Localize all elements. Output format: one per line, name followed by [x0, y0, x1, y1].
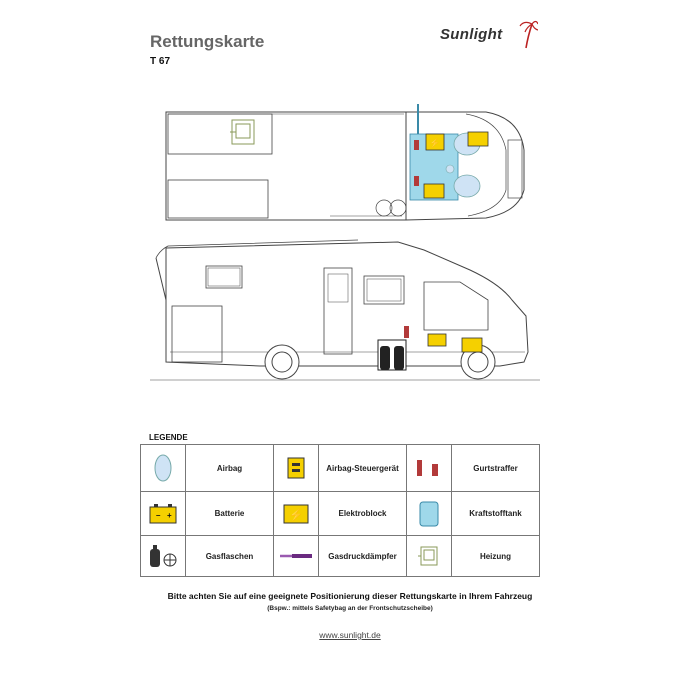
belt-tensioner-icon	[406, 443, 452, 493]
airbag-marker-2	[453, 174, 481, 198]
legend-label-battery: Batterie	[185, 491, 274, 537]
legend-label-gas-spring: Gasdruckdämpfer	[318, 535, 407, 577]
electro-block-marker	[425, 133, 445, 151]
brand-logo: Sunlight	[438, 18, 538, 52]
battery-icon: –+	[140, 491, 186, 537]
svg-text:–: –	[156, 511, 161, 520]
gas-bottle-marker-1	[380, 346, 390, 370]
placement-subnote: (Bspw.: mittels Safetybag an der Frontsc…	[267, 605, 433, 612]
legend-label-gas-bottle: Gasflaschen	[185, 535, 274, 577]
airbag-icon	[140, 443, 186, 493]
svg-text:+: +	[167, 511, 172, 520]
airbag-control-unit-icon	[273, 443, 319, 493]
top-view	[165, 111, 525, 221]
brand-name: Sunlight	[440, 26, 503, 43]
svg-text:⚡: ⚡	[429, 137, 440, 149]
battery-marker-side	[461, 337, 483, 353]
legend-label-airbag-control-unit: Airbag-Steuergerät	[318, 443, 407, 493]
legend-label-heater: Heizung	[451, 535, 540, 577]
gas-bottle-marker-2	[394, 346, 404, 370]
legend-label-electro-block: Elektroblock	[318, 491, 407, 537]
page-title: Rettungskarte	[150, 32, 265, 51]
legend-heading: LEGENDE	[149, 433, 188, 442]
legend-row: Airbag Airbag-Steuergerät Gurtstraffer	[140, 443, 540, 493]
placement-note: Bitte achten Sie auf eine geeignete Posi…	[167, 591, 533, 601]
svg-text:⚡: ⚡	[289, 508, 304, 522]
website-link[interactable]: www.sunlight.de	[319, 630, 381, 640]
legend-label-belt-tensioner: Gurtstraffer	[451, 443, 540, 493]
legend-row: –+ Batterie ⚡ Elektroblock Kraftstofftan…	[140, 491, 540, 537]
side-view	[150, 239, 540, 381]
legend-label-fuel-tank: Kraftstofftank	[451, 491, 540, 537]
electro-block-icon: ⚡	[273, 491, 319, 537]
legend-label-airbag: Airbag	[185, 443, 274, 493]
gas-bottle-icon	[140, 535, 186, 577]
battery-marker-top-2	[423, 183, 445, 199]
gas-spring-icon	[273, 535, 319, 577]
legend-table: Airbag Airbag-Steuergerät Gurtstraffer –…	[140, 443, 540, 577]
vehicle-drawing: ⚡	[150, 104, 540, 381]
heater-icon	[406, 535, 452, 577]
fuel-tank-icon	[406, 491, 452, 537]
palm-icon	[519, 20, 538, 49]
heater-marker	[230, 119, 255, 145]
legend-row: Gasflaschen Gasdruckdämpfer Heizung	[140, 535, 540, 577]
model-number: T 67	[150, 56, 171, 67]
battery-marker-top	[467, 131, 489, 147]
